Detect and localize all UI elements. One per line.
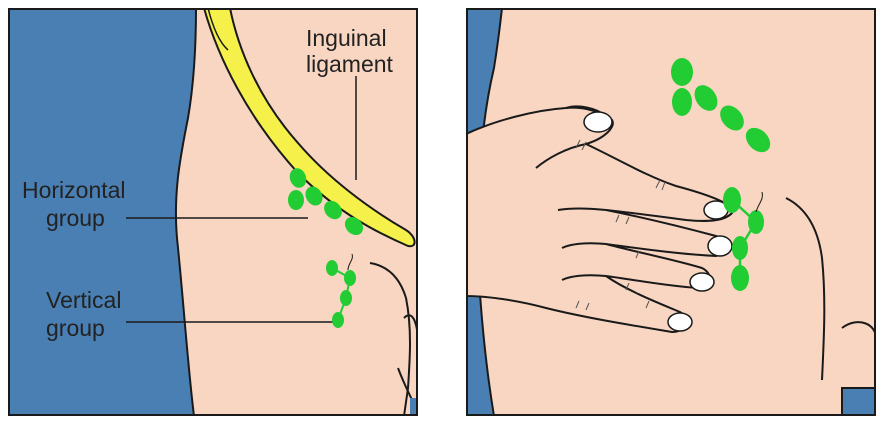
left-panel-svg: Inguinal ligament Horizontal group Verti… [8,8,418,416]
finger-nail [668,313,692,331]
label-inguinal-1: Inguinal [306,25,387,51]
lymph-node [671,58,693,86]
finger-nail [690,273,714,291]
label-horizontal-2: group [46,205,105,231]
lymph-node [288,190,304,210]
right-panel-palpation [466,8,876,416]
label-vertical-2: group [46,315,105,341]
label-vertical-1: Vertical [46,287,121,313]
finger-nail [708,236,732,256]
lymph-node [672,88,692,116]
label-horizontal-1: Horizontal [22,177,126,203]
label-inguinal-2: ligament [306,51,394,77]
right-panel-svg [466,8,876,416]
left-panel-anatomy: Inguinal ligament Horizontal group Verti… [8,8,418,416]
thumb-nail [584,112,612,132]
